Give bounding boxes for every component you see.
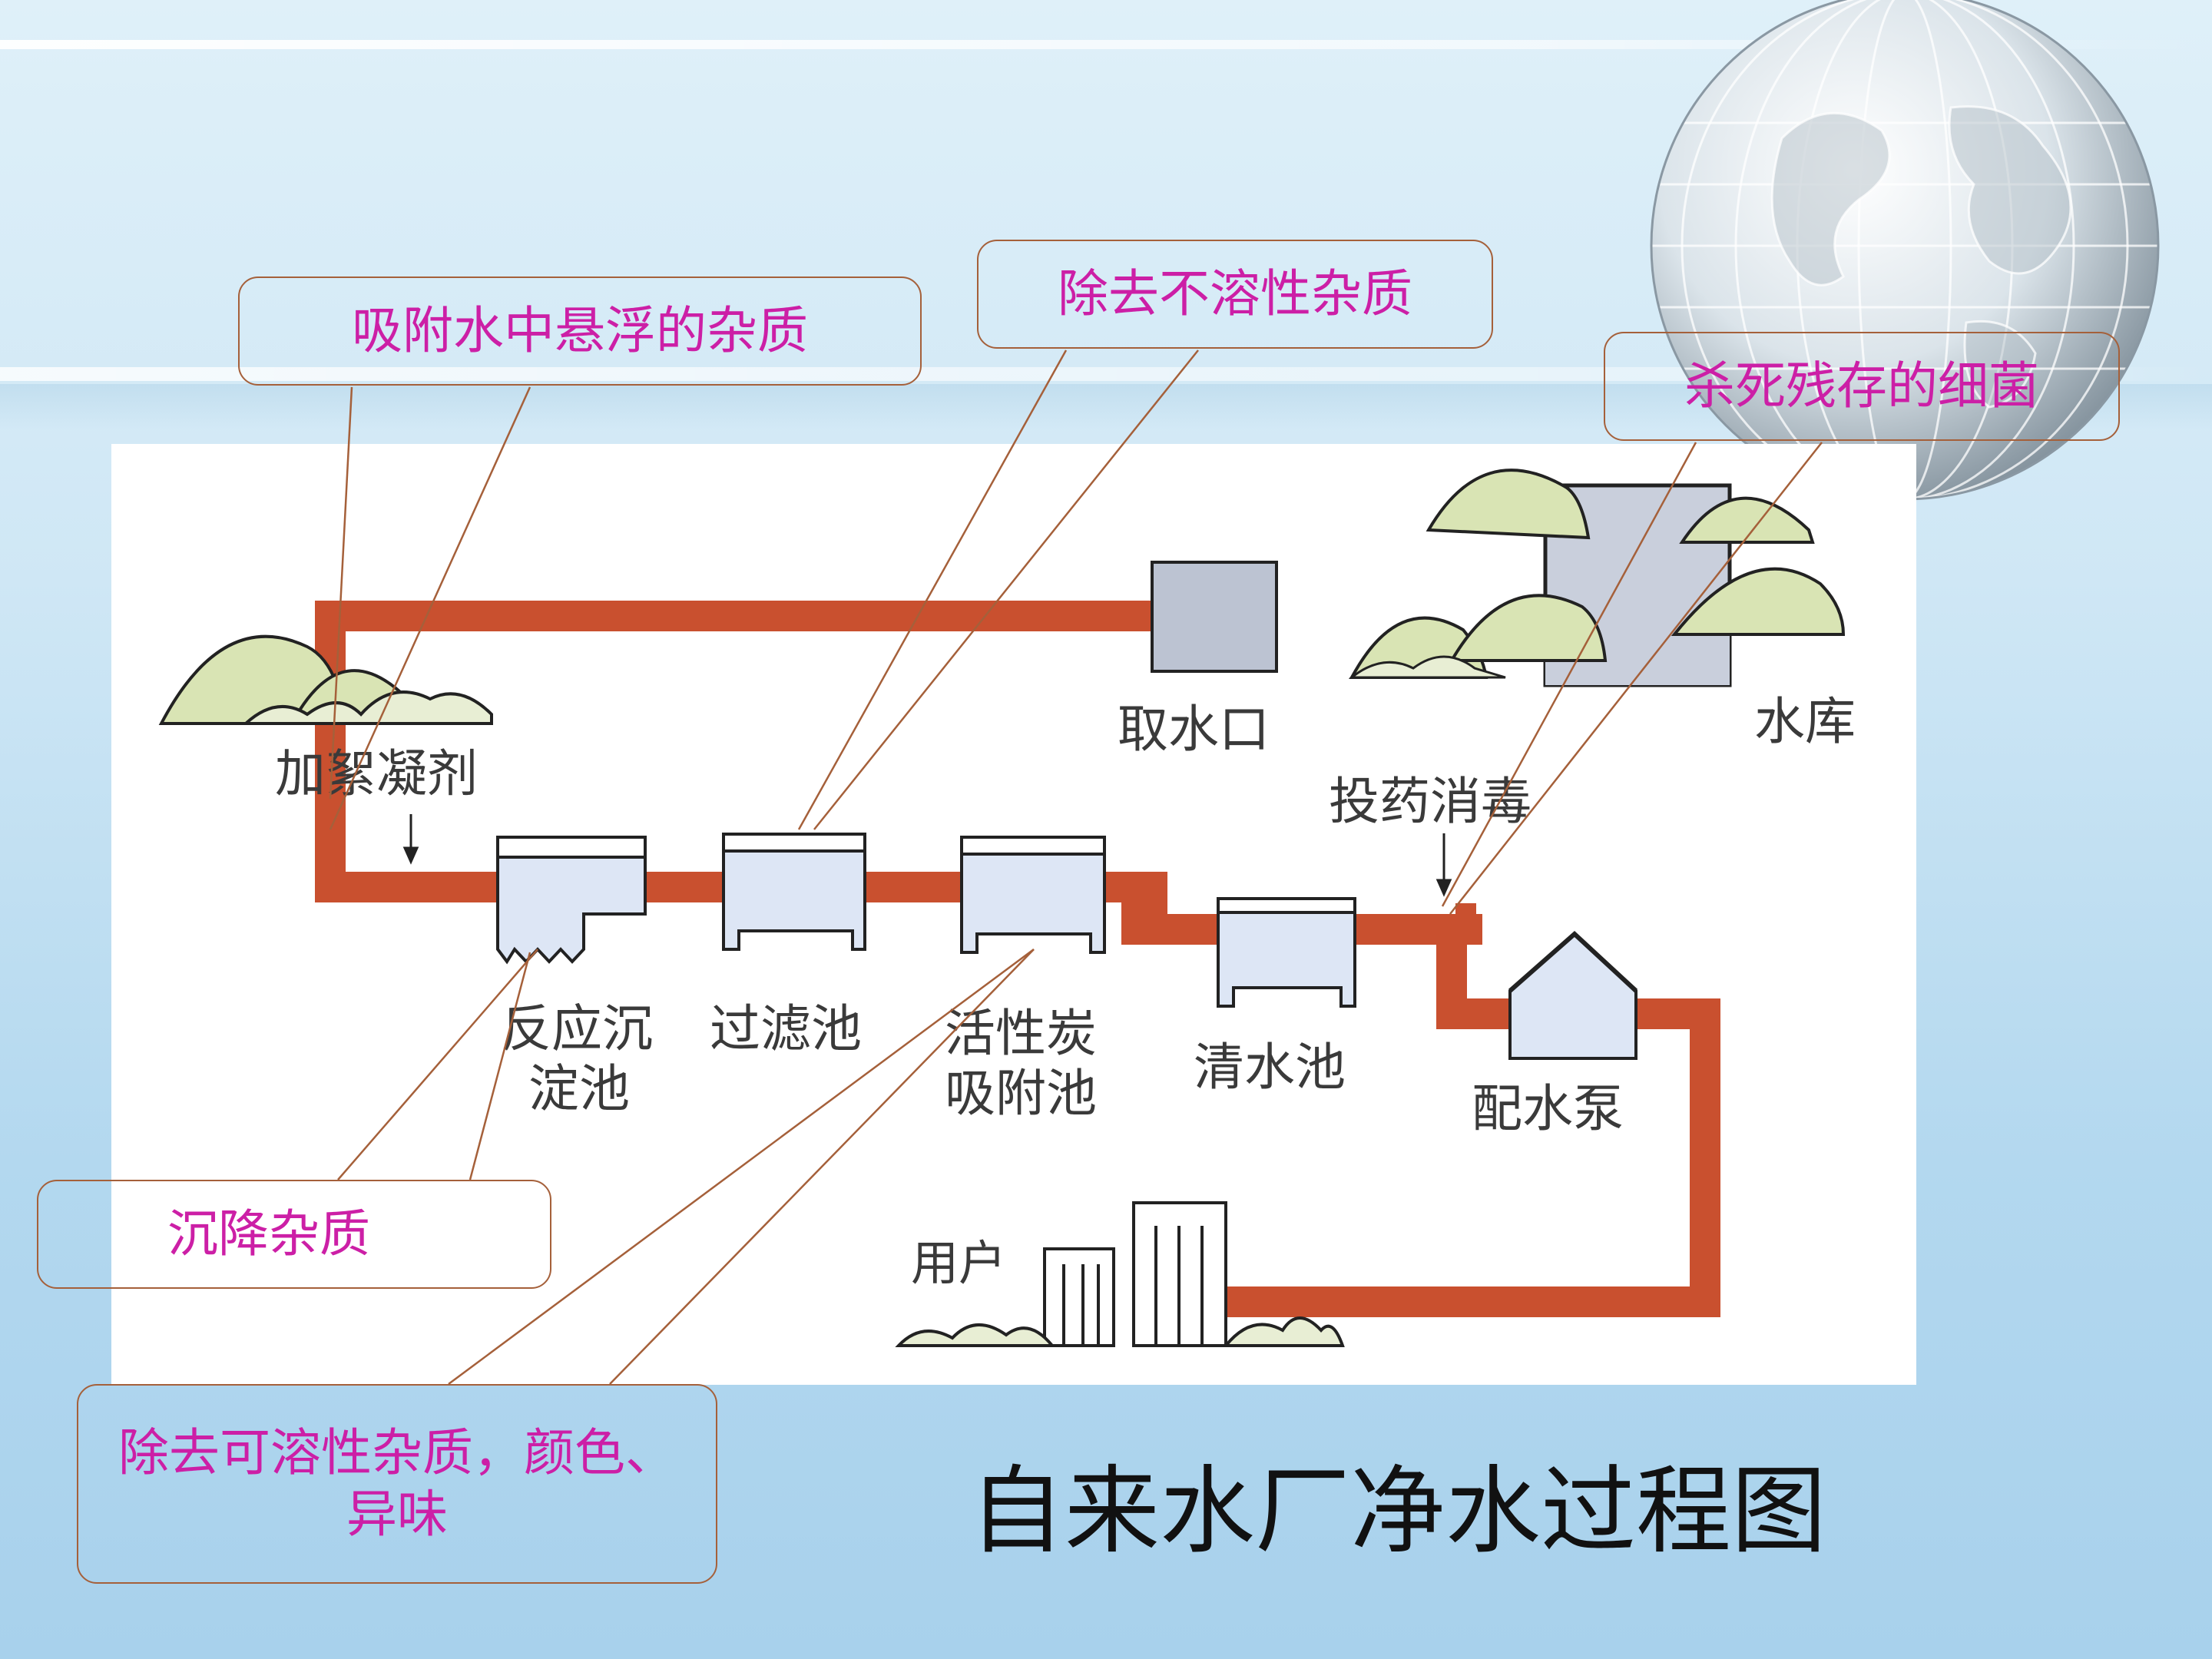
label-filter: 过滤池 xyxy=(710,999,862,1058)
globe-decoration xyxy=(1650,0,2160,501)
coagulant-arrow xyxy=(402,814,419,865)
label-intake: 取水口 xyxy=(1118,700,1270,759)
callout-kill-bacteria: 杀死残存的细菌 xyxy=(1604,332,2120,441)
label-pump: 配水泵 xyxy=(1472,1079,1624,1138)
callout-remove-soluble: 除去可溶性杂质，颜色、异味 xyxy=(77,1384,717,1584)
pump-house xyxy=(1508,930,1638,1060)
label-carbon-line2: 吸附池 xyxy=(945,1064,1097,1123)
intake-tower xyxy=(1151,561,1278,673)
sedimentation-tank xyxy=(496,836,647,965)
label-coagulant: 加絮凝剂 xyxy=(275,744,478,803)
callout-settle: 沉降杂质 xyxy=(37,1180,551,1289)
callout-adsorb: 吸附水中悬浮的杂质 xyxy=(238,276,922,386)
hills-left xyxy=(158,634,493,725)
label-reservoir: 水库 xyxy=(1754,692,1856,751)
user-buildings xyxy=(895,1201,1345,1347)
page-title: 自来水厂净水过程图 xyxy=(969,1456,1827,1567)
carbon-tank xyxy=(960,836,1106,954)
filter-tank xyxy=(722,833,866,951)
label-sedimentation-line2: 淀池 xyxy=(528,1059,630,1118)
label-user: 用户 xyxy=(911,1235,1006,1291)
callout-remove-insoluble: 除去不溶性杂质 xyxy=(977,240,1493,349)
label-sedimentation-line1: 反应沉 xyxy=(501,999,653,1058)
middle-highlight-band xyxy=(0,367,2212,381)
label-disinfect: 投药消毒 xyxy=(1329,772,1532,831)
top-highlight-band xyxy=(0,40,2212,49)
label-clear-water: 清水池 xyxy=(1194,1038,1346,1097)
clear-water-tank xyxy=(1217,897,1356,1008)
label-carbon-line1: 活性炭 xyxy=(945,1004,1097,1063)
callout-leaders xyxy=(329,349,1823,1386)
disinfect-arrow xyxy=(1435,833,1452,897)
reservoir xyxy=(1348,469,1846,687)
